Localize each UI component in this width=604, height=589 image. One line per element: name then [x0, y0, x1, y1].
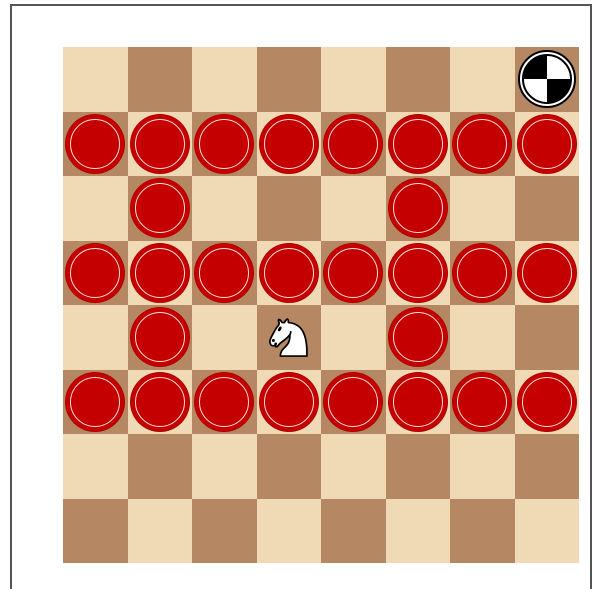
board-square[interactable] — [321, 434, 386, 499]
board-square[interactable] — [450, 434, 515, 499]
red-disc — [66, 115, 124, 173]
board-square[interactable] — [128, 305, 193, 370]
red-disc — [131, 179, 189, 237]
board-square[interactable] — [515, 176, 580, 241]
board-square[interactable] — [321, 241, 386, 306]
red-disc — [453, 115, 511, 173]
red-disc — [131, 373, 189, 431]
red-disc — [66, 373, 124, 431]
red-disc — [195, 244, 253, 302]
board-square[interactable] — [128, 370, 193, 435]
board-square[interactable] — [450, 241, 515, 306]
board-square[interactable] — [321, 499, 386, 564]
board-square[interactable] — [63, 241, 128, 306]
red-disc — [518, 244, 576, 302]
board-square[interactable] — [257, 112, 322, 177]
board-square[interactable] — [450, 47, 515, 112]
board-square[interactable] — [450, 176, 515, 241]
target-icon — [517, 49, 577, 109]
board-square[interactable] — [386, 241, 451, 306]
red-disc — [260, 373, 318, 431]
board-square[interactable] — [128, 499, 193, 564]
board-square[interactable] — [386, 499, 451, 564]
board-square[interactable] — [257, 434, 322, 499]
game-frame — [10, 4, 592, 589]
board-square[interactable] — [128, 241, 193, 306]
board-square[interactable] — [321, 305, 386, 370]
board-square[interactable] — [450, 370, 515, 435]
board-square[interactable] — [386, 176, 451, 241]
board-square[interactable] — [321, 47, 386, 112]
board-square[interactable] — [192, 241, 257, 306]
board-square[interactable] — [257, 241, 322, 306]
red-disc — [66, 244, 124, 302]
board-square[interactable] — [515, 241, 580, 306]
board-square[interactable] — [257, 176, 322, 241]
board-square[interactable] — [128, 176, 193, 241]
board-square[interactable] — [450, 499, 515, 564]
red-disc — [389, 244, 447, 302]
board-square[interactable] — [192, 370, 257, 435]
red-disc — [260, 115, 318, 173]
red-disc — [131, 244, 189, 302]
knight-icon — [263, 311, 315, 363]
board-square[interactable] — [192, 47, 257, 112]
board-square[interactable] — [63, 112, 128, 177]
board-square[interactable] — [63, 47, 128, 112]
red-disc — [324, 244, 382, 302]
board-square[interactable] — [515, 47, 580, 112]
board-square[interactable] — [192, 176, 257, 241]
board-square[interactable] — [515, 370, 580, 435]
red-disc — [195, 115, 253, 173]
board-square[interactable] — [386, 434, 451, 499]
red-disc — [389, 179, 447, 237]
board-square[interactable] — [192, 305, 257, 370]
board-square[interactable] — [386, 305, 451, 370]
board-square[interactable] — [257, 305, 322, 370]
red-disc — [389, 308, 447, 366]
red-disc — [389, 373, 447, 431]
board-square[interactable] — [386, 47, 451, 112]
board-square[interactable] — [321, 370, 386, 435]
board-square[interactable] — [321, 176, 386, 241]
board-square[interactable] — [450, 305, 515, 370]
board-square[interactable] — [515, 305, 580, 370]
red-disc — [518, 115, 576, 173]
game-board — [63, 47, 579, 563]
board-square[interactable] — [257, 47, 322, 112]
board-square[interactable] — [321, 112, 386, 177]
board-square[interactable] — [128, 47, 193, 112]
board-square[interactable] — [515, 112, 580, 177]
red-disc — [260, 244, 318, 302]
board-square[interactable] — [257, 499, 322, 564]
board-square[interactable] — [450, 112, 515, 177]
board-square[interactable] — [128, 434, 193, 499]
board-square[interactable] — [63, 434, 128, 499]
board-square[interactable] — [192, 499, 257, 564]
red-disc — [131, 308, 189, 366]
board-square[interactable] — [386, 370, 451, 435]
board-square[interactable] — [128, 112, 193, 177]
board-square[interactable] — [192, 434, 257, 499]
red-disc — [324, 373, 382, 431]
red-disc — [518, 373, 576, 431]
red-disc — [195, 373, 253, 431]
board-square[interactable] — [63, 370, 128, 435]
board-square[interactable] — [192, 112, 257, 177]
red-disc — [389, 115, 447, 173]
board-square[interactable] — [386, 112, 451, 177]
board-square[interactable] — [63, 499, 128, 564]
board-square[interactable] — [515, 434, 580, 499]
board-square[interactable] — [63, 305, 128, 370]
board-square[interactable] — [515, 499, 580, 564]
red-disc — [453, 373, 511, 431]
board-square[interactable] — [257, 370, 322, 435]
red-disc — [131, 115, 189, 173]
red-disc — [453, 244, 511, 302]
board-square[interactable] — [63, 176, 128, 241]
red-disc — [324, 115, 382, 173]
